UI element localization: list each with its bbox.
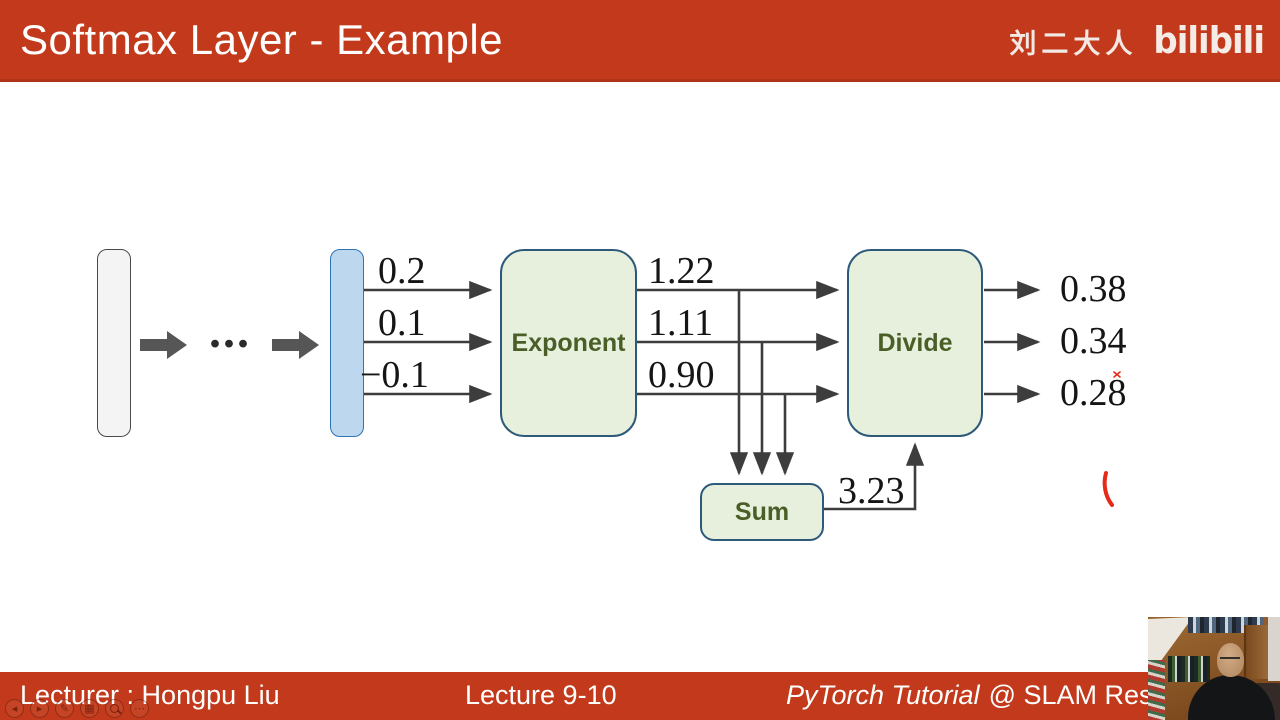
sum-label: Sum xyxy=(734,497,790,526)
hanging-clothes xyxy=(1148,660,1166,720)
logit-value-1: 0.2 xyxy=(378,250,426,292)
channel-name: 刘二大人 xyxy=(1009,28,1138,60)
softmax-output-1: 0.38 xyxy=(1060,268,1127,310)
glasses-icon xyxy=(1219,656,1240,662)
softmax-output-2: 0.34 xyxy=(1060,320,1127,362)
exp-value-2: 1.11 xyxy=(648,302,714,344)
thick-block-arrows xyxy=(140,331,319,359)
lecture-number: Lecture 9-10 xyxy=(465,680,617,710)
sum-value: 3.23 xyxy=(838,470,905,512)
softmax-output-3: 0.28 xyxy=(1060,372,1127,414)
books-shelf-icon xyxy=(1167,656,1211,682)
wall xyxy=(1268,617,1280,681)
exponent-box: Exponent xyxy=(500,249,637,437)
slides-grid-icon[interactable]: ▦ xyxy=(80,699,99,718)
slide-title: Softmax Layer - Example xyxy=(20,15,504,63)
red-pen-annotations xyxy=(1102,371,1121,507)
logit-value-3: −0.1 xyxy=(360,354,429,396)
ellipsis-dots: ... xyxy=(209,305,251,358)
course-title: PyTorch Tutorial@ SLAM Resea xyxy=(786,680,1183,711)
next-slide-icon[interactable]: ▸ xyxy=(30,699,49,718)
input-vector-box xyxy=(97,249,131,437)
bilibili-logo: bilibili xyxy=(1153,19,1265,63)
hidden-vector-box xyxy=(330,249,364,437)
webcam-overlay xyxy=(1148,617,1280,720)
magnifier-icon[interactable] xyxy=(105,699,124,718)
flow-arrows xyxy=(364,280,1041,511)
more-options-icon[interactable]: ⋯ xyxy=(130,699,149,718)
divide-box: Divide xyxy=(847,249,983,437)
exp-value-1: 1.22 xyxy=(648,250,715,292)
exponent-label: Exponent xyxy=(511,328,626,357)
logit-value-2: 0.1 xyxy=(378,302,426,344)
sum-box: Sum xyxy=(700,483,824,541)
previous-slide-icon[interactable]: ◂ xyxy=(5,699,24,718)
player-controls: ◂ ▸ ✎ ▦ ⋯ xyxy=(5,699,149,718)
course-title-italic: PyTorch Tutorial xyxy=(786,680,980,710)
channel-brand: 刘二大人 bilibili xyxy=(1009,0,1265,82)
exp-value-3: 0.90 xyxy=(648,354,715,396)
divide-label: Divide xyxy=(877,328,953,357)
slide-header: Softmax Layer - Example 刘二大人 bilibili xyxy=(0,0,1280,82)
footer-bar: Lecturer : Hongpu Liu Lecture 9-10 PyTor… xyxy=(0,672,1280,720)
lecturer-head xyxy=(1216,642,1244,677)
cabinet xyxy=(1244,625,1269,679)
pen-tool-icon[interactable]: ✎ xyxy=(55,699,74,718)
